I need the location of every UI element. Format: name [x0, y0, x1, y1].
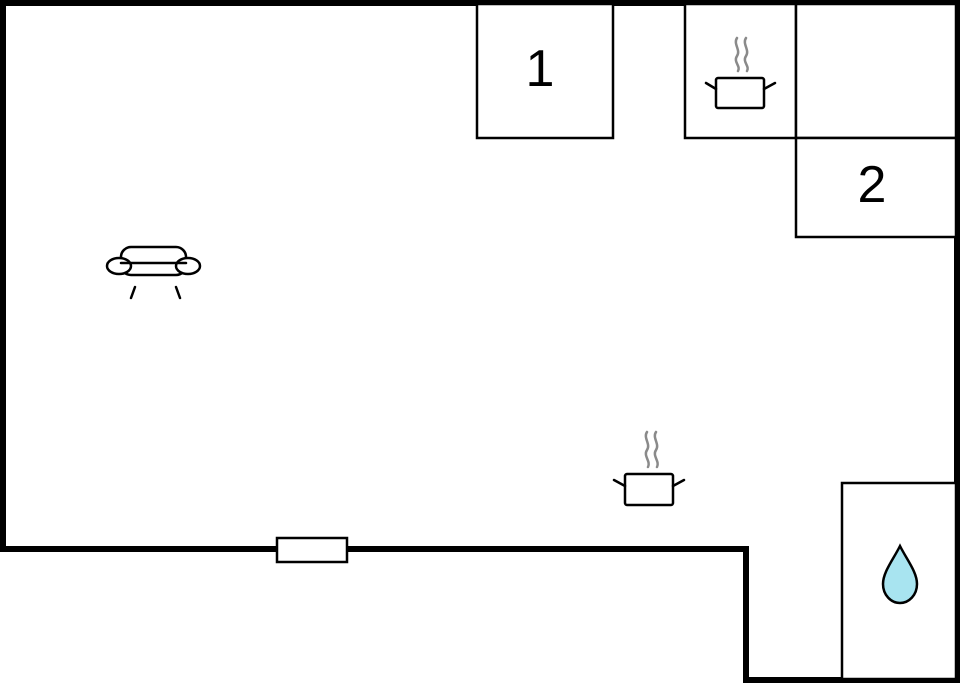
- cooking-pot-icon: [704, 36, 777, 110]
- room-1-label: 1: [526, 40, 555, 98]
- bathroom: [840, 481, 958, 681]
- kitchen-box-outline: [683, 2, 798, 140]
- room-2-outline: [794, 136, 958, 239]
- room-1-outline: [475, 2, 615, 140]
- storage-box-outline: [794, 2, 958, 140]
- cooking-pot-icon: [612, 430, 686, 507]
- room-2-label: 2: [858, 156, 887, 214]
- kitchen-box-top: [683, 2, 958, 140]
- water-drop-icon: [881, 543, 919, 605]
- window: [275, 536, 349, 564]
- room-1: 1: [475, 2, 615, 140]
- sofa-icon: [105, 245, 202, 300]
- room-2: 2: [794, 136, 958, 239]
